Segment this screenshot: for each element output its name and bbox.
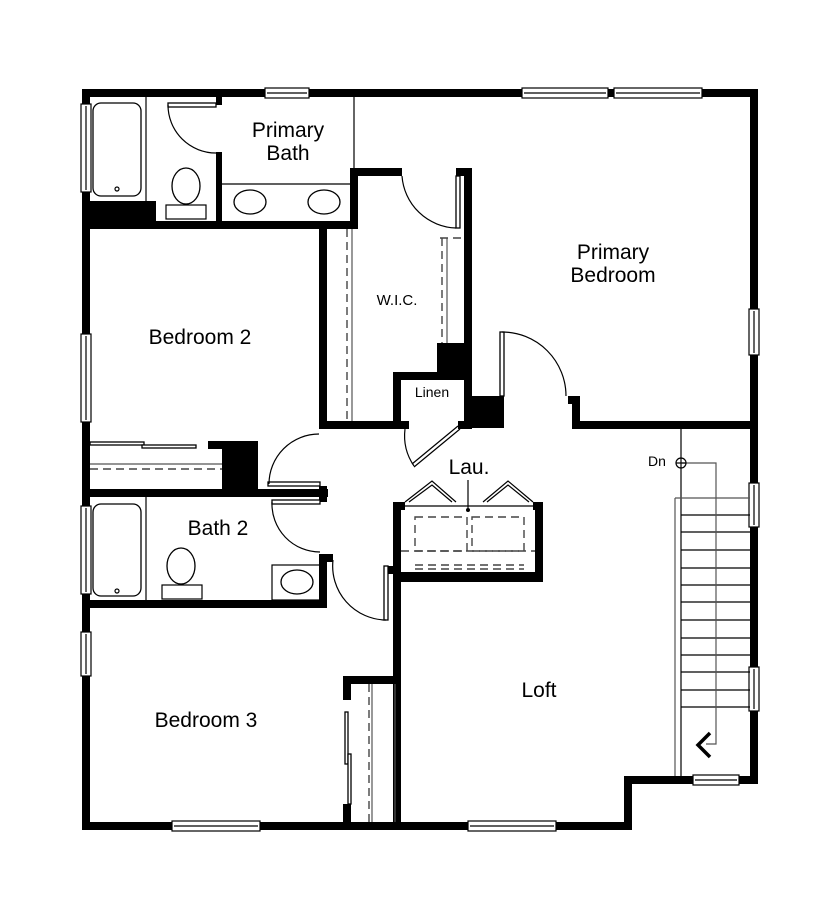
stairs[interactable]	[674, 429, 750, 776]
room-label-bedroom-3: Bedroom 3	[154, 709, 258, 732]
closet-rods	[90, 229, 466, 822]
room-label-primary-bath: Primary Bath	[251, 119, 325, 166]
interior-walls	[82, 97, 758, 830]
room-label-laundry: Lau.	[448, 456, 490, 479]
laundry-appliances	[401, 480, 535, 570]
room-label-bedroom-2: Bedroom 2	[148, 326, 252, 349]
stairs-down-label: Dn	[648, 453, 666, 469]
bath-2-fixtures	[92, 497, 321, 601]
room-label-wic: W.I.C.	[376, 292, 418, 309]
room-label-linen: Linen	[414, 384, 450, 400]
exterior-walls	[82, 89, 758, 830]
room-label-bath-2: Bath 2	[187, 517, 249, 540]
primary-bath-fixtures	[92, 97, 355, 220]
room-label-primary-bedroom: Primary Bedroom	[570, 241, 656, 288]
doors	[89, 102, 567, 805]
windows	[80, 87, 760, 832]
room-label-loft: Loft	[521, 679, 557, 702]
